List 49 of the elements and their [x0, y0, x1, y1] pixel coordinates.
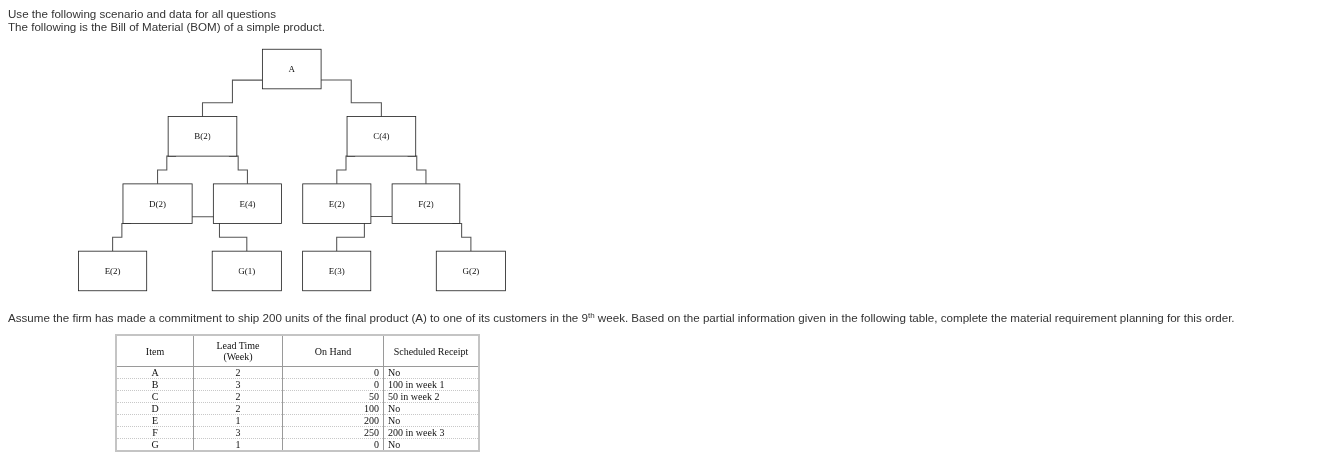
connector	[191, 216, 248, 252]
table-cell: 0	[282, 378, 384, 391]
component-box: E(2)	[78, 250, 148, 292]
component-box: G(1)	[211, 250, 282, 292]
column-header: Scheduled Receipt	[383, 335, 479, 367]
column-header: Item	[116, 335, 194, 367]
table-cell: 0	[282, 366, 384, 379]
table-cell: 1	[193, 414, 283, 427]
table-cell: C	[116, 390, 194, 403]
table-cell: No	[383, 414, 479, 427]
instruction-text: Use the following scenario and data for all questions	[8, 7, 278, 20]
component-box: E(4)	[212, 183, 282, 224]
table-cell: 0	[282, 438, 384, 451]
table-cell: A	[116, 366, 194, 379]
component-box: C(4)	[346, 116, 417, 157]
table-cell: 100 in week 1	[383, 378, 479, 391]
connector	[201, 79, 263, 118]
table-cell: 1	[193, 438, 283, 451]
table-cell: No	[383, 402, 479, 415]
table-cell: 50 in week 2	[383, 390, 479, 403]
table-cell: 2	[193, 366, 283, 379]
table-cell: 2	[193, 390, 283, 403]
table-cell: 200 in week 3	[383, 426, 479, 439]
table-cell: 200	[282, 414, 384, 427]
table-cell: 3	[193, 426, 283, 439]
question-text: Assume the firm has made a commitment to ship 200 units of the final product (A) to one of its customers in the 9$^{th}$ week. Based on the partial information given in the following table, complete the material requirement planning for this order.	[8, 311, 1235, 325]
table-cell: 50	[282, 390, 384, 403]
component-box: D(2)	[122, 183, 193, 224]
table-cell: G	[116, 438, 194, 451]
component-box: E(3)	[302, 250, 372, 292]
table-cell: E	[116, 414, 194, 427]
table-cell: 3	[193, 378, 283, 391]
component-box: E(2)	[302, 183, 372, 224]
table-cell: 100	[282, 402, 384, 415]
connector	[320, 79, 382, 118]
instruction-text: The following is the Bill of Material (BOM) of a simple product.	[8, 20, 326, 33]
component-box: F(2)	[391, 183, 461, 224]
table-cell: 250	[282, 426, 384, 439]
column-header: Lead Time (Week)	[193, 335, 283, 367]
column-header: On Hand	[282, 335, 384, 367]
table-cell: No	[383, 438, 479, 451]
table-cell: 2	[193, 402, 283, 415]
table-cell: F	[116, 426, 194, 439]
table-cell: B	[116, 378, 194, 391]
component-box: A	[262, 48, 322, 90]
component-box: G(2)	[435, 250, 506, 292]
table-cell: No	[383, 366, 479, 379]
component-box: B(2)	[167, 116, 238, 157]
table-cell: D	[116, 402, 194, 415]
